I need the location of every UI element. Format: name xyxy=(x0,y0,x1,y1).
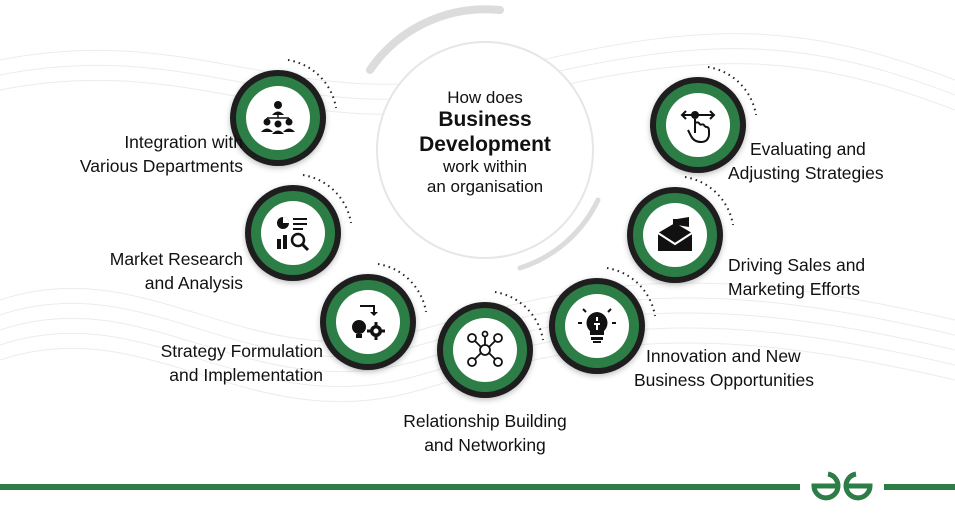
center-line-4: work within xyxy=(442,156,528,176)
label-line: and Implementation xyxy=(169,365,323,385)
label-line: Various Departments xyxy=(79,156,243,176)
market-research-icon xyxy=(277,217,310,252)
label-integration: Integration with Various Departments xyxy=(40,130,243,178)
node-inner xyxy=(666,93,730,157)
label-innovation: Innovation and New Business Opportunitie… xyxy=(634,344,854,392)
label-line: Relationship Building xyxy=(403,411,567,431)
footer-divider-right xyxy=(884,484,955,490)
node-inner xyxy=(261,201,325,265)
innovation-lightbulb-icon xyxy=(578,308,616,343)
label-market-research: Market Research and Analysis xyxy=(60,247,243,295)
node-inner xyxy=(246,86,310,150)
hand-pointer-adjust-icon xyxy=(680,110,716,143)
center-question: How does Business Development work withi… xyxy=(385,88,585,197)
label-line: Market Research xyxy=(109,249,243,269)
label-line: Integration with xyxy=(124,132,243,152)
label-line: Marketing Efforts xyxy=(728,279,860,299)
label-sales: Driving Sales and Marketing Efforts xyxy=(728,253,928,301)
label-strategy: Strategy Formulation and Implementation xyxy=(120,339,323,387)
node-integration xyxy=(230,59,337,166)
center-line-5: an organisation xyxy=(426,177,544,197)
network-people-icon xyxy=(467,330,503,367)
label-line: Strategy Formulation xyxy=(160,341,323,361)
node-inner xyxy=(565,294,629,358)
label-line: and Analysis xyxy=(144,273,243,293)
node-sales xyxy=(627,176,734,283)
label-line: Driving Sales and xyxy=(728,255,866,275)
center-line-1: How does xyxy=(447,88,523,107)
strategy-lightbulb-gear-icon xyxy=(352,305,385,340)
label-line: Adjusting Strategies xyxy=(728,163,884,183)
label-line: and Networking xyxy=(424,435,546,455)
marketing-megaphone-envelope-icon xyxy=(657,217,693,251)
node-market-research xyxy=(245,174,352,281)
center-line-2: Business xyxy=(438,108,532,132)
center-line-3: Development xyxy=(419,132,551,156)
node-innovation xyxy=(549,267,656,374)
label-relationship: Relationship Building and Networking xyxy=(375,409,595,457)
team-hierarchy-icon xyxy=(261,101,295,134)
footer-divider-left xyxy=(0,484,800,490)
label-line: Innovation and New xyxy=(646,346,801,366)
label-line: Evaluating and xyxy=(750,139,866,159)
node-relationship xyxy=(437,291,544,398)
node-strategy xyxy=(320,263,427,370)
geeksforgeeks-logo-icon xyxy=(811,471,873,501)
label-evaluating: Evaluating and Adjusting Strategies xyxy=(728,137,928,185)
label-line: Business Opportunities xyxy=(634,370,814,390)
node-inner xyxy=(453,318,517,382)
node-evaluating xyxy=(650,66,757,173)
node-inner xyxy=(643,203,707,267)
node-inner xyxy=(336,290,400,354)
